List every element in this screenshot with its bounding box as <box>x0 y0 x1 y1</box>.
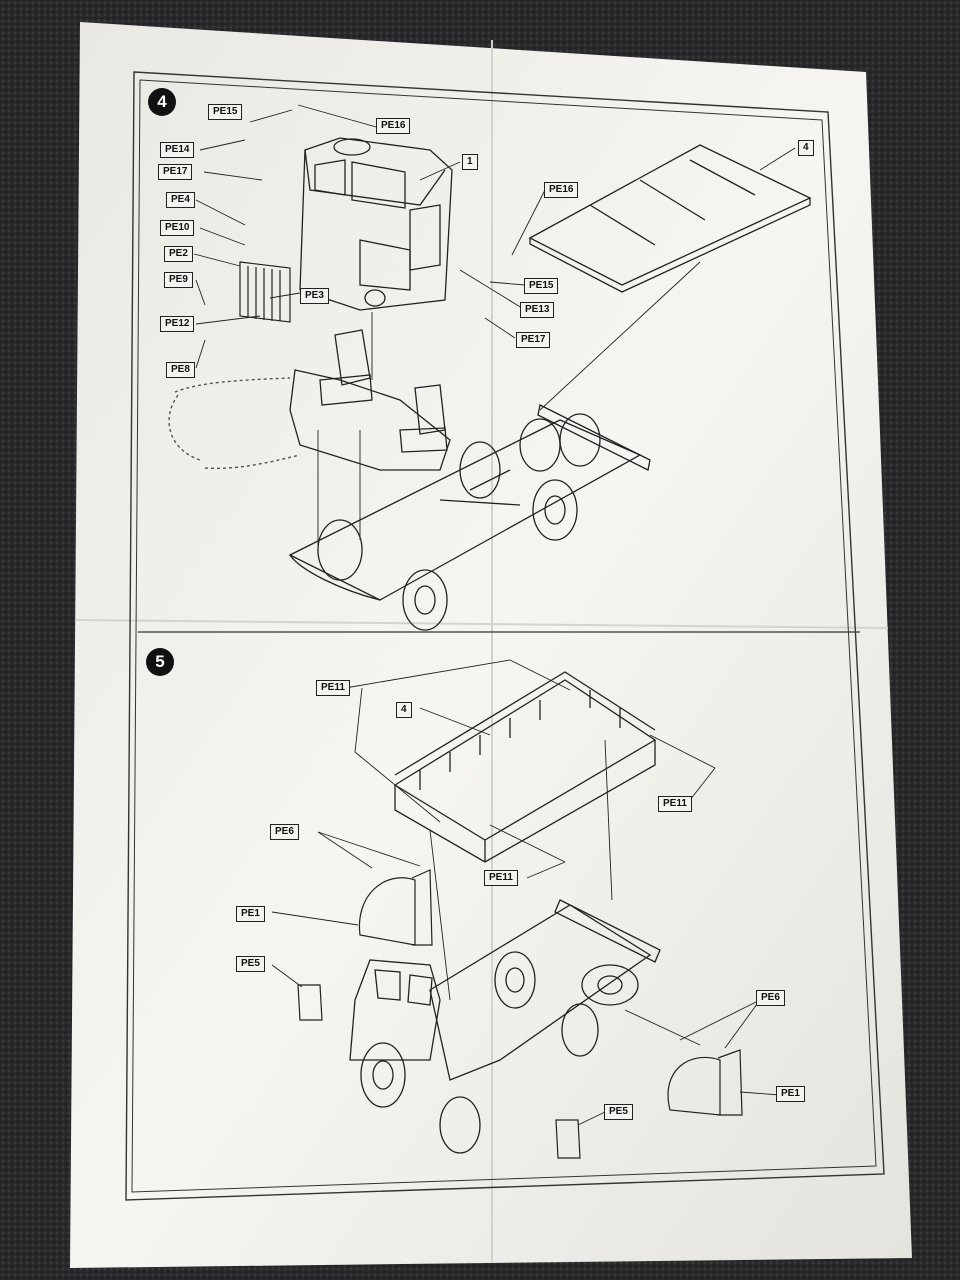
cargo-bed-drawing <box>528 144 812 293</box>
callout-PE6-left: PE6 <box>270 824 299 840</box>
callout-PE17: PE17 <box>158 164 193 180</box>
step-4-number: 4 <box>148 88 176 116</box>
callout-PE6-right: PE6 <box>756 990 785 1006</box>
callout-PE16: PE16 <box>376 118 411 134</box>
grille-drawing <box>239 261 291 323</box>
callout-PE10: PE10 <box>160 220 195 236</box>
callout-PE4: PE4 <box>166 192 195 208</box>
callout-PE15: PE15 <box>208 104 243 120</box>
fender-drawing-left <box>297 869 433 1021</box>
fold-horizontal <box>75 619 889 629</box>
callout-PE16-right: PE16 <box>544 182 579 198</box>
leader-lines-4 <box>193 104 796 545</box>
callout-PE11-top: PE11 <box>316 680 350 696</box>
callout-part-1: 1 <box>462 154 478 170</box>
callout-PE8: PE8 <box>166 362 195 378</box>
leader-lines-5 <box>271 659 781 1126</box>
callout-PE12: PE12 <box>160 316 195 332</box>
floor-pan-drawing <box>289 369 451 471</box>
callout-PE11-right: PE11 <box>658 796 692 812</box>
callout-PE11-bottom: PE11 <box>484 870 518 886</box>
callout-PE1-right: PE1 <box>776 1086 805 1102</box>
callout-PE5-left: PE5 <box>236 956 265 972</box>
callout-PE5-bottom: PE5 <box>604 1104 633 1120</box>
truck-drawing-5 <box>349 899 661 1154</box>
outer-frame <box>125 71 885 1201</box>
cargo-box-drawing <box>393 671 657 863</box>
callout-PE3: PE3 <box>300 288 329 304</box>
callout-part-4-box: 4 <box>396 702 412 718</box>
inner-frame <box>131 79 877 1193</box>
fender-drawing-right <box>555 1049 743 1159</box>
step-5-number: 5 <box>146 648 174 676</box>
cab-drawing <box>299 137 453 311</box>
callout-PE17-right: PE17 <box>516 332 551 348</box>
pencil-scribble <box>168 377 301 470</box>
callout-PE14: PE14 <box>160 142 195 158</box>
callout-PE9: PE9 <box>164 272 193 288</box>
callout-part-4: 4 <box>798 140 814 156</box>
callout-PE13: PE13 <box>520 302 555 318</box>
callout-PE2: PE2 <box>164 246 193 262</box>
callout-PE1-left: PE1 <box>236 906 265 922</box>
callout-PE15-right: PE15 <box>524 278 559 294</box>
chassis-drawing <box>288 404 651 631</box>
